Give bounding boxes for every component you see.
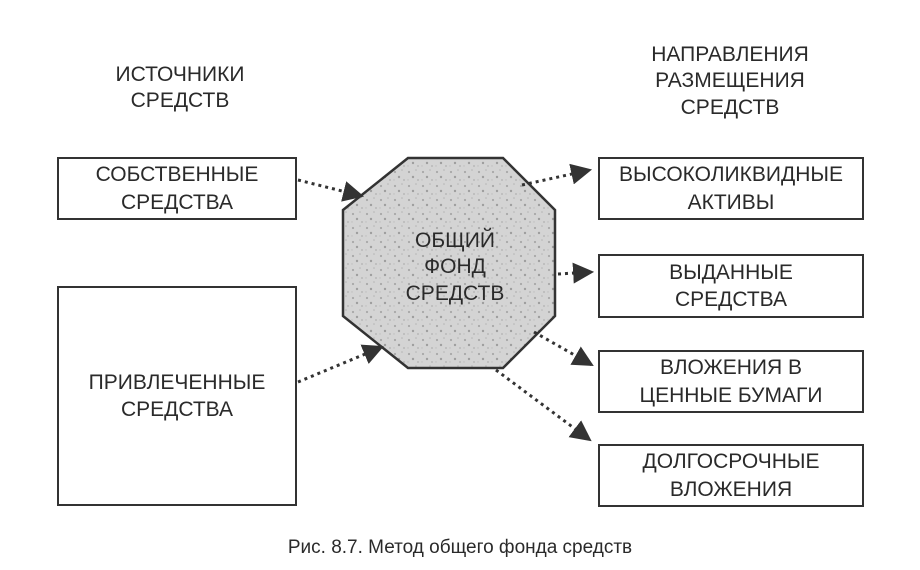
arrow-fund-to-securities — [533, 330, 594, 367]
source-box-own: СОБСТВЕННЫЕ СРЕДСТВА — [57, 157, 297, 220]
arrow-borrowed-to-fund — [297, 344, 384, 384]
direction-box-longterm: ДОЛГОСРОЧНЫЕ ВЛОЖЕНИЯ — [598, 444, 864, 507]
arrow-fund-to-loans — [557, 262, 595, 284]
source-label-borrowed: ПРИВЛЕЧЕННЫЕ СРЕДСТВА — [88, 370, 266, 421]
direction-label-longterm: ДОЛГОСРОЧНЫЕ ВЛОЖЕНИЯ — [642, 450, 820, 501]
sources-header: ИСТОЧНИКИ СРЕДСТВ — [115, 63, 245, 113]
arrow-fund-to-liquid — [521, 163, 593, 187]
directions-header: НАПРАВЛЕНИЯ РАЗМЕЩЕНИЯ СРЕДСТВ — [651, 43, 809, 119]
direction-label-loans: ВЫДАННЫЕ СРЕДСТВА — [669, 260, 793, 311]
direction-label-liquid: ВЫСОКОЛИКВИДНЫЕ АКТИВЫ — [619, 163, 843, 214]
central-fund-label: ОБЩИЙ ФОНД СРЕДСТВ — [405, 229, 505, 305]
arrow-own-to-fund — [297, 178, 365, 202]
figure-caption: Рис. 8.7. Метод общего фонда средств — [287, 537, 633, 558]
direction-box-liquid: ВЫСОКОЛИКВИДНЫЕ АКТИВЫ — [598, 157, 864, 220]
source-box-borrowed: ПРИВЛЕЧЕННЫЕ СРЕДСТВА — [57, 286, 297, 506]
direction-label-securities: ВЛОЖЕНИЯ В ЦЕННЫЕ БУМАГИ — [639, 356, 823, 407]
direction-box-loans: ВЫДАННЫЕ СРЕДСТВА — [598, 254, 864, 318]
arrow-fund-to-longterm — [495, 368, 592, 442]
central-fund-octagon — [341, 156, 557, 370]
source-label-own: СОБСТВЕННЫЕ СРЕДСТВА — [95, 163, 259, 214]
direction-box-securities: ВЛОЖЕНИЯ В ЦЕННЫЕ БУМАГИ — [598, 350, 864, 413]
